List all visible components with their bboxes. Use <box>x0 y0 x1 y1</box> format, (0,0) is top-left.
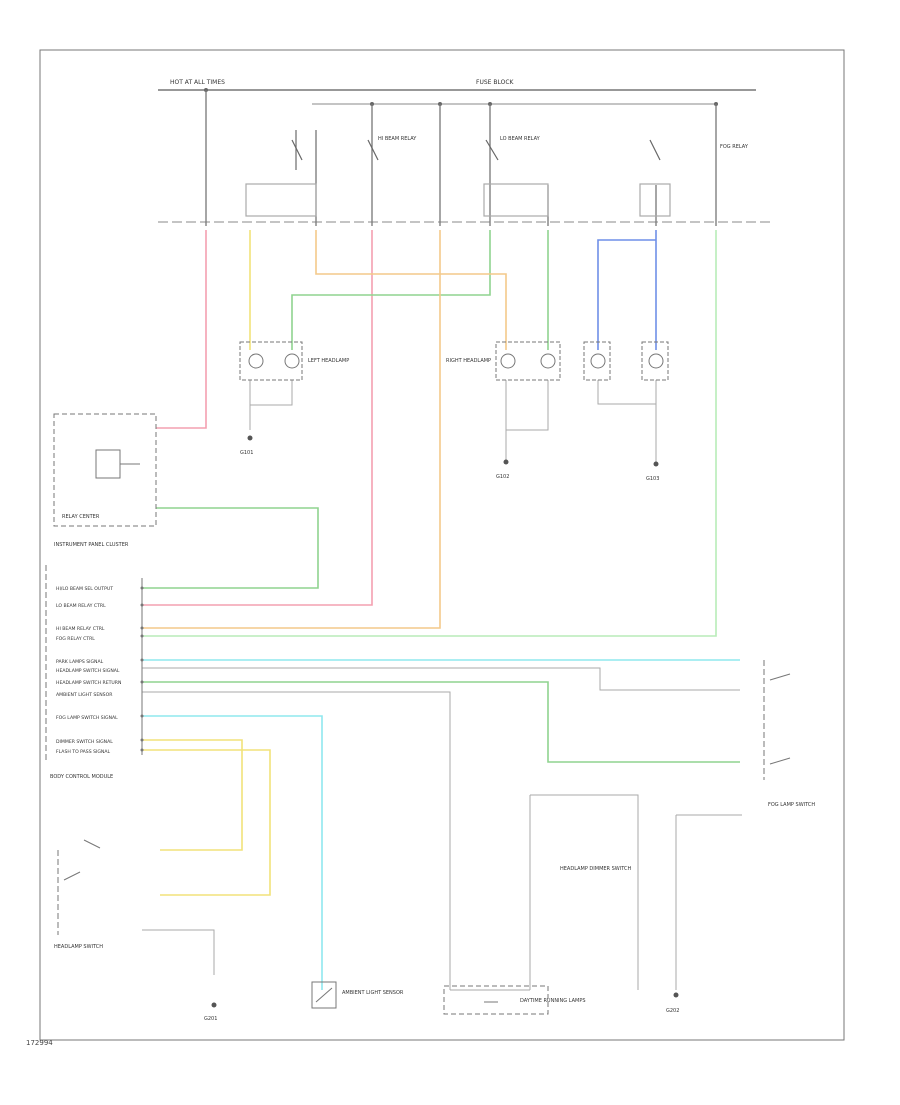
ground-label-g101: G101 <box>240 450 253 456</box>
body-control-module <box>45 565 143 762</box>
fuse-header-text: HOT AT ALL TIMES <box>170 79 225 86</box>
wire-green <box>142 230 740 763</box>
relay-center-label: RELAY CENTER <box>62 514 100 520</box>
relay-label-lo-beam: LO BEAM RELAY <box>500 136 541 142</box>
relay-labels: HI BEAM RELAY LO BEAM RELAY FOG RELAY <box>378 136 749 150</box>
ground-g102 <box>503 459 509 465</box>
headlamp-dimmer-label: HEADLAMP DIMMER SWITCH <box>560 866 631 872</box>
wire-orange <box>142 230 507 629</box>
relay-label-hi-beam: HI BEAM RELAY <box>378 136 417 142</box>
instrument-cluster-label: INSTRUMENT PANEL CLUSTER <box>54 542 129 548</box>
bcm-pin-9: FOG LAMP SWITCH SIGNAL <box>56 715 118 721</box>
bcm-pin-7: HEADLAMP SWITCH RETURN <box>56 680 121 686</box>
ground-label-g102: G102 <box>496 474 509 480</box>
headlamp-switch <box>57 839 101 935</box>
bcm-pin-5: PARK LAMPS SIGNAL <box>56 659 104 665</box>
fuse-block-header: HOT AT ALL TIMES FUSE BLOCK <box>158 79 770 223</box>
ground-label-g201: G201 <box>204 1016 217 1022</box>
bcm-pin-2: LO BEAM RELAY CTRL <box>56 603 106 609</box>
wire-blue <box>597 230 657 350</box>
right-headlamp <box>495 341 561 381</box>
left-headlamp-label: LEFT HEADLAMP <box>308 358 349 364</box>
bcm-pin-3: HI BEAM RELAY CTRL <box>56 626 105 632</box>
ground-labels: G101 G102 G103 G201 G202 <box>204 450 679 1022</box>
bcm-pin-10: DIMMER SWITCH SIGNAL <box>56 739 113 745</box>
figure-id: 172994 <box>26 1039 53 1047</box>
headlamp-switch-label: HEADLAMP SWITCH <box>54 944 103 950</box>
fog-lamp-switch <box>763 660 791 780</box>
grounds <box>211 435 679 1008</box>
bcm-pin-8: AMBIENT LIGHT SENSOR <box>56 692 113 698</box>
ambient-light-sensor <box>311 981 337 1009</box>
fuse-block-label: FUSE BLOCK <box>476 79 515 86</box>
left-headlamp <box>239 341 303 381</box>
ground-label-g202: G202 <box>666 1008 679 1014</box>
fuse-verticals <box>205 90 717 226</box>
wire-pink <box>142 230 373 606</box>
wire-gray <box>142 380 742 991</box>
fog-lamps <box>583 341 669 381</box>
relay-label-fog: FOG RELAY <box>720 144 749 150</box>
bcm-pin-4: FOG RELAY CTRL <box>56 636 95 642</box>
bcm-pin-1: HI/LO BEAM SEL OUTPUT <box>56 586 113 592</box>
daytime-running-lamps-label: DAYTIME RUNNING LAMPS <box>520 998 586 1004</box>
ground-label-g103: G103 <box>646 476 659 482</box>
right-headlamp-label: RIGHT HEADLAMP <box>446 358 491 364</box>
ground-g202 <box>673 992 679 998</box>
ground-g103 <box>653 461 659 467</box>
ground-g201 <box>211 1002 217 1008</box>
diagram-frame <box>39 49 845 1041</box>
splice-dots <box>140 586 144 752</box>
relay-contacts <box>245 139 671 217</box>
fog-lamp-switch-label: FOG LAMP SWITCH <box>768 802 815 808</box>
ground-g101 <box>247 435 253 441</box>
relay-center <box>53 413 157 527</box>
wire-yellow <box>142 230 271 896</box>
bcm-pin-11: FLASH TO PASS SIGNAL <box>56 749 110 755</box>
bcm-label: BODY CONTROL MODULE <box>50 774 113 780</box>
bcm-pin-labels: HI/LO BEAM SEL OUTPUT LO BEAM RELAY CTRL… <box>56 586 121 755</box>
wire-light-green <box>142 230 717 637</box>
daytime-running-lamps <box>443 985 549 1015</box>
bcm-pin-6: HEADLAMP SWITCH SIGNAL <box>56 668 120 674</box>
ambient-light-sensor-label: AMBIENT LIGHT SENSOR <box>342 990 404 996</box>
wire-cyan <box>142 659 740 990</box>
